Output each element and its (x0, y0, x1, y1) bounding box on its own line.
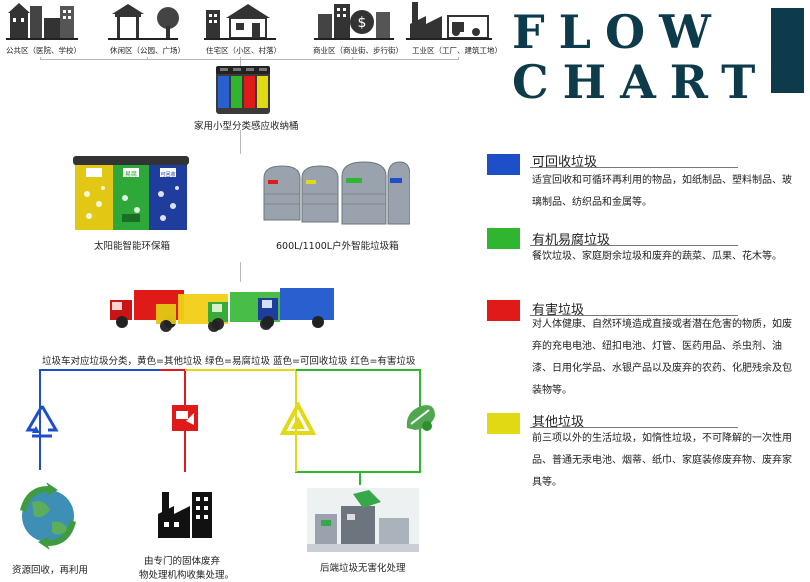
legend-title-recyclable: 可回收垃圾 (532, 155, 598, 170)
connector-leisure (147, 57, 148, 60)
other-waste-icon (280, 402, 316, 435)
legend-rule-other (530, 427, 738, 428)
outdoor-bin-label: 600L/1100L户外智能垃圾箱 (276, 241, 399, 252)
trucks-caption: 垃圾车对应垃圾分类，黄色=其他垃圾 绿色=易腐垃圾 蓝色=可回收垃圾 红色=有害… (42, 356, 416, 367)
connector-commercial (352, 57, 353, 60)
flow-chart-title: FLOW CHART (512, 9, 769, 105)
connector-home-bin (240, 130, 241, 154)
title-line1: FLOW (512, 5, 725, 59)
legend-rule-hazardous (530, 315, 738, 316)
legend-swatch-organic (487, 228, 520, 249)
legend-title-other: 其他垃圾 (532, 415, 585, 430)
legend-desc-hazardous: 对人体健康、自然环境造成直接或者潜在危害的物质，如废弃的充电电池、纽扣电池、灯管… (532, 319, 792, 396)
treatment-plant-image (307, 488, 419, 552)
outcome-label-treatment: 后端垃圾无害化处理 (320, 563, 406, 574)
solar-bin-image: 易腐 可回收 (73, 156, 189, 230)
leisure-area-icon (108, 4, 179, 40)
legend-desc-recyclable: 适宜回收和可循环再利用的物品，如纸制品、塑料制品、玻璃制品、纺织品和金属等。 (532, 175, 792, 208)
home-sorting-bin-image (216, 66, 270, 114)
recyclable-icon (25, 405, 59, 438)
connector-public (40, 57, 41, 60)
industrial-area-icon (406, 2, 492, 40)
legend-swatch-hazardous (487, 300, 520, 321)
solar-bin-tag-blue: 可回收 (160, 171, 175, 178)
connector-residential (240, 57, 241, 67)
area-label-leisure: 休闲区（公园、广场） (110, 46, 185, 55)
solar-bin-tag-green: 易腐 (125, 170, 137, 178)
outdoor-bin-image (263, 161, 410, 225)
distribution-lines (39, 369, 421, 485)
title-line2: CHART (512, 55, 770, 109)
organic-waste-icon (406, 405, 435, 431)
public-area-icon (6, 3, 78, 40)
title-accent-bar (771, 8, 804, 93)
area-label-commercial: 商业区（商业街、步行街） (313, 46, 403, 55)
solar-bin-label: 太阳能智能环保箱 (94, 241, 171, 252)
legend-desc-organic: 餐饮垃圾、家庭厨余垃圾和废弃的蔬菜、瓜果、花木等。 (532, 251, 782, 262)
legend-title-hazardous: 有害垃圾 (532, 303, 585, 318)
connector-industrial (458, 57, 459, 60)
legend-swatch-recyclable (487, 154, 520, 175)
recycle-globe-image (20, 482, 76, 550)
residential-area-icon (204, 4, 276, 40)
hazardous-icon (172, 405, 198, 431)
legend-rule-organic (530, 245, 738, 246)
legend-swatch-other (487, 413, 520, 434)
legend-desc-other: 前三项以外的生活垃圾，如惰性垃圾，不可降解的一次性用品、普通无汞电池、烟蒂、纸巾… (532, 433, 792, 488)
area-label-residential: 住宅区（小区、村落） (206, 46, 281, 55)
legend-title-organic: 有机易腐垃圾 (532, 233, 611, 248)
top-connector-h (40, 59, 458, 60)
legend-rule-recyclable (530, 167, 738, 168)
areas-icons: $ (6, 2, 492, 40)
connector-bins (240, 262, 241, 282)
factory-icon (158, 492, 212, 538)
blue-truck (258, 288, 334, 328)
area-label-public: 公共区（医院、学校） (6, 46, 81, 55)
svg-text:$: $ (358, 15, 367, 31)
green-truck (208, 292, 280, 330)
outcome-label-hazardous-line2: 物处理机构收集处理。 (139, 570, 235, 581)
area-label-industrial: 工业区（工厂、建筑工地） (412, 46, 502, 55)
outcome-label-recycle: 资源回收，再利用 (12, 565, 89, 576)
home-bin-label: 家用小型分类感应收纳桶 (194, 121, 299, 132)
garbage-trucks-image (110, 288, 334, 332)
outcome-label-hazardous-line1: 由专门的固体废弃 (144, 556, 221, 567)
commercial-area-icon: $ (314, 4, 394, 40)
